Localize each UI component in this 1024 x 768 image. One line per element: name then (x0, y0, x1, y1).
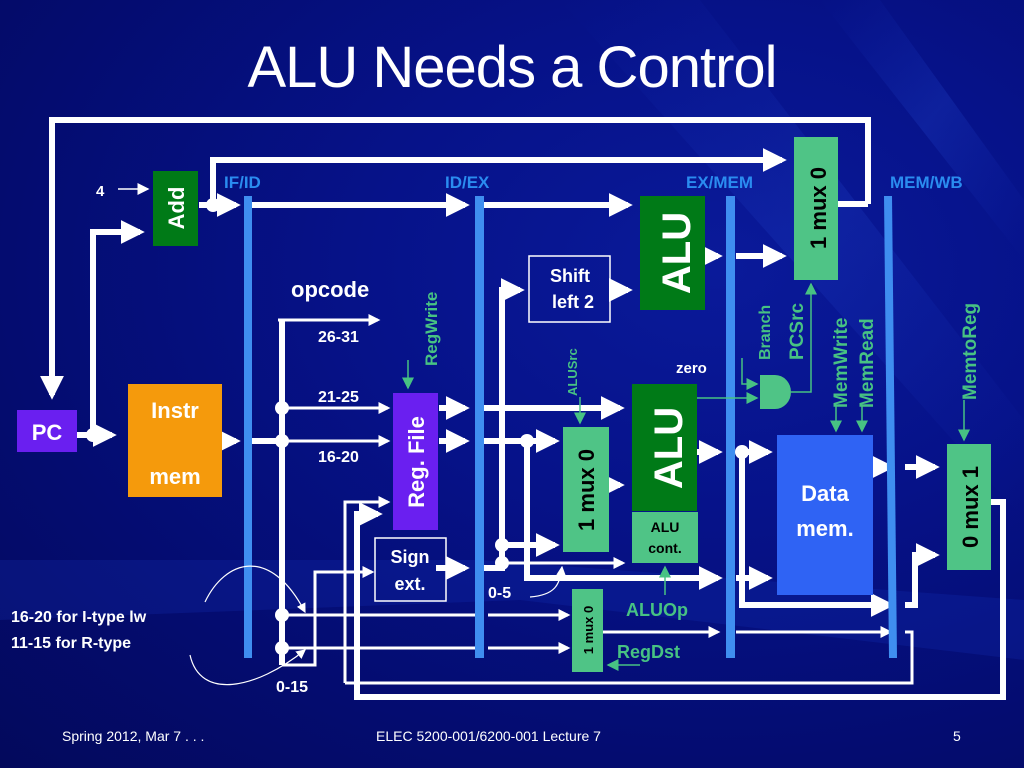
wire-aluout-bypass (739, 452, 895, 617)
signal-alusrc: ALUSrc (565, 348, 580, 396)
ctrl-branch-wire (741, 358, 759, 390)
signal-regwrite: RegWrite (422, 292, 441, 366)
pipeline-register-bars (244, 196, 897, 658)
label-bits-16-20: 16-20 (318, 449, 359, 466)
wires-thick (40, 117, 1006, 700)
alusrc-mux[interactable]: 1 mux 0 (563, 427, 609, 552)
footer-date: Spring 2012, Mar 7 . . . (62, 728, 205, 744)
shift-left-2[interactable]: Shift left 2 (528, 255, 611, 323)
wires-thin (118, 183, 914, 685)
footer-page-number: 5 (953, 728, 961, 744)
annotation-arrows (189, 565, 566, 686)
signal-pcsrc: PCSrc (787, 303, 808, 360)
signal-regdst: RegDst (617, 642, 680, 662)
svg-text:ALU: ALU (647, 407, 691, 489)
signal-branch: Branch (757, 305, 774, 360)
label-exmem: EX/MEM (686, 173, 753, 192)
svg-text:cont.: cont. (648, 540, 681, 556)
label-bits-26-31: 26-31 (318, 329, 359, 346)
svg-text:1 mux 0: 1 mux 0 (806, 167, 831, 249)
annotation-rtype: 11-15 for R-type (11, 635, 131, 652)
label-bits-0-5: 0-5 (488, 585, 511, 602)
wire-imm-to-shift (499, 278, 525, 545)
pipeline-bar-ifid (244, 196, 252, 658)
label-bits-0-15: 0-15 (276, 679, 308, 696)
svg-text:ext.: ext. (394, 574, 425, 594)
svg-text:mem: mem (149, 464, 200, 489)
svg-text:Reg. File: Reg. File (404, 416, 429, 508)
signal-memread: MemRead (857, 318, 878, 408)
label-memwb: MEM/WB (890, 173, 963, 192)
control-wires (402, 282, 970, 671)
junction-dots (86, 198, 749, 655)
pipeline-bar-idex (475, 196, 484, 658)
wire-pc-to-add (90, 220, 145, 435)
instruction-memory[interactable]: Instr mem (128, 384, 222, 497)
memtoreg-mux[interactable]: 0 mux 1 (947, 444, 991, 570)
signal-memwrite: MemWrite (831, 318, 852, 408)
wire-bypass-to-memtoreg (905, 543, 940, 608)
pc-register[interactable]: PC (17, 410, 77, 452)
pc-adder[interactable]: Add (153, 171, 198, 246)
slide-title: ALU Needs a Control (247, 35, 777, 100)
label-opcode: opcode (291, 277, 369, 302)
wire-writeback (354, 499, 1006, 700)
svg-text:left 2: left 2 (552, 292, 594, 312)
wire-pc-feedback (40, 117, 871, 400)
wire-wb-reg-dest (343, 496, 391, 683)
svg-text:Add: Add (164, 187, 189, 230)
wire-regdst-memwb (345, 630, 914, 685)
svg-text:Instr: Instr (151, 398, 199, 423)
svg-text:Sign: Sign (391, 547, 430, 567)
svg-text:Data: Data (801, 481, 849, 506)
svg-text:0 mux 1: 0 mux 1 (958, 466, 983, 548)
sign-extend-unit[interactable]: Sign ext. (374, 537, 447, 602)
wire-add-to-pcmux (210, 148, 787, 205)
data-memory[interactable]: Data mem. (777, 435, 873, 595)
svg-text:PC: PC (32, 420, 63, 445)
footer-course: ELEC 5200-001/6200-001 Lecture 7 (376, 728, 601, 744)
branch-and-gate (760, 375, 791, 409)
svg-text:mem.: mem. (796, 516, 853, 541)
regdst-mux[interactable]: 1 mux 0 (572, 589, 603, 672)
label-ifid: IF/ID (224, 173, 261, 192)
wire-read2-forward (524, 441, 723, 590)
branch-target-alu[interactable]: ALU (640, 196, 705, 310)
ctrl-pcsrc-wire (791, 282, 817, 393)
label-idex: ID/EX (445, 173, 490, 192)
main-alu[interactable]: ALU (632, 384, 697, 511)
svg-text:Shift: Shift (550, 266, 590, 286)
label-zero: zero (676, 360, 707, 377)
svg-text:ALU: ALU (655, 212, 699, 294)
svg-text:ALU: ALU (651, 519, 680, 535)
svg-text:1 mux 0: 1 mux 0 (581, 606, 596, 654)
svg-text:1 mux 0: 1 mux 0 (574, 449, 599, 531)
pc-source-mux[interactable]: 1 mux 0 (794, 137, 838, 280)
label-bits-21-25: 21-25 (318, 389, 359, 406)
alu-control-unit[interactable]: ALU cont. (632, 512, 698, 563)
pipeline-bar-memwb (884, 196, 897, 658)
signal-aluop: ALUOp (626, 600, 688, 620)
constant-four: 4 (96, 183, 105, 200)
annotation-itype: 16-20 for I-type lw (11, 609, 147, 626)
register-file[interactable]: Reg. File (393, 393, 438, 530)
pipeline-bar-exmem (726, 196, 735, 658)
signal-memtoreg: MemtoReg (960, 303, 981, 400)
